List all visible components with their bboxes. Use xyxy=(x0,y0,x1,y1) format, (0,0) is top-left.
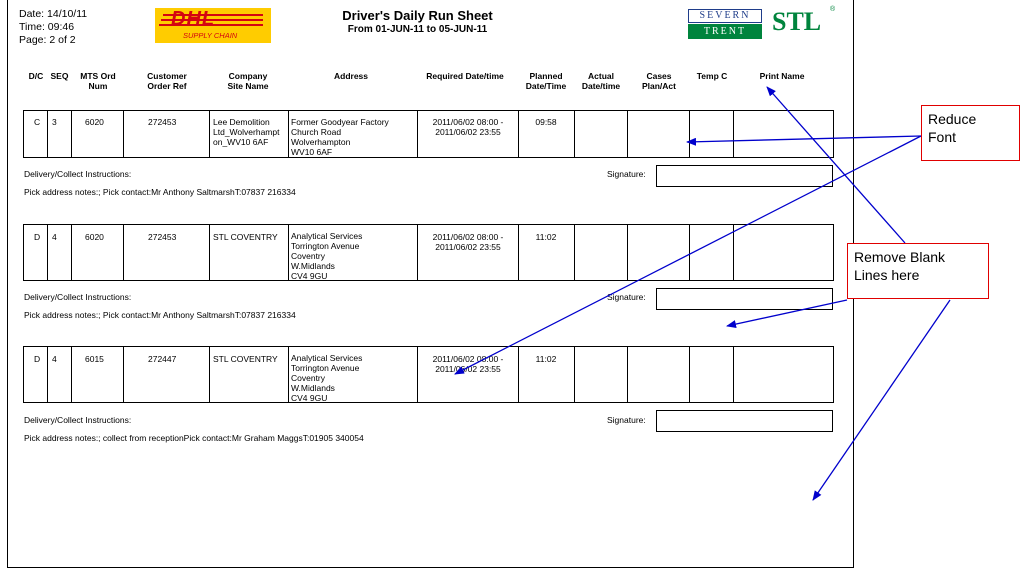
arrow-to-blank-lines xyxy=(726,299,848,329)
cell-address: Analytical Services Torrington Avenue Co… xyxy=(291,353,363,403)
cell-planned-time: 11:02 xyxy=(535,354,557,364)
page-title: Driver's Daily Run Sheet xyxy=(342,8,493,23)
col-header-customer-order-ref: Customer Order Ref xyxy=(147,71,187,91)
record-row: D 4 6015 272447 STL COVENTRY Analytical … xyxy=(23,346,834,403)
cell-mts-ord-num: 6015 xyxy=(85,354,104,364)
signature-box[interactable] xyxy=(656,410,833,432)
cell-address: Analytical Services Torrington Avenue Co… xyxy=(291,231,363,281)
cell-address: Former Goodyear Factory Church Road Wolv… xyxy=(291,117,389,157)
col-header-actual-date: Actual Date/time xyxy=(581,71,621,91)
registered-mark: ® xyxy=(830,6,836,13)
dhl-logo: DHL SUPPLY CHAIN xyxy=(155,8,271,43)
col-header-company-site-name: Company Site Name xyxy=(227,71,269,91)
pick-address-notes: Pick address notes:; Pick contact:Mr Ant… xyxy=(24,310,296,320)
report-page: Page: 2 of 2 xyxy=(19,34,76,46)
signature-label: Signature: xyxy=(607,169,646,179)
col-header-required-date: Required Date/time xyxy=(426,71,504,81)
cell-seq: 4 xyxy=(52,354,57,364)
report-time: Time: 09:46 xyxy=(19,21,75,33)
severn-trent-logo: SEVERN TRENT xyxy=(688,9,762,39)
cell-mts-ord-num: 6020 xyxy=(85,232,104,242)
col-header-planned-date: Planned Date/Time xyxy=(525,71,567,91)
delivery-instructions-label: Delivery/Collect Instructions: xyxy=(24,169,132,179)
signature-label: Signature: xyxy=(607,292,646,302)
cell-site-name: STL COVENTRY xyxy=(213,354,278,364)
delivery-instructions-label: Delivery/Collect Instructions: xyxy=(24,292,132,302)
cell-dc: D xyxy=(34,232,41,242)
arrow-to-required-date xyxy=(454,135,922,375)
cell-required-date: 2011/06/02 08:00 - 2011/06/02 23:55 xyxy=(432,232,504,252)
cell-mts-ord-num: 6020 xyxy=(85,117,104,127)
cell-seq: 3 xyxy=(52,117,57,127)
dhl-logo-tagline: SUPPLY CHAIN xyxy=(183,31,238,40)
arrow-to-page-bottom xyxy=(812,299,951,501)
date-range: From 01-JUN-11 to 05-JUN-11 xyxy=(347,24,488,35)
col-header-temp: Temp C xyxy=(696,71,728,81)
cell-dc: C xyxy=(34,117,41,127)
signature-box[interactable] xyxy=(656,288,833,310)
col-header-cases: Cases Plan/Act xyxy=(641,71,676,91)
stl-logo: STL xyxy=(772,7,822,36)
cell-order-ref: 272453 xyxy=(148,232,177,242)
run-sheet-page xyxy=(7,0,854,568)
cell-site-name: Lee Demolition Ltd_Wolverhampt on_WV10 6… xyxy=(213,117,280,147)
dhl-logo-word: DHL xyxy=(171,8,216,30)
cell-site-name: STL COVENTRY xyxy=(213,232,278,242)
callout-reduce-font: Reduce Font xyxy=(921,105,1020,161)
report-date: Date: 14/10/11 xyxy=(19,8,88,20)
signature-box[interactable] xyxy=(656,165,833,187)
delivery-instructions-label: Delivery/Collect Instructions: xyxy=(24,415,132,425)
col-header-seq: SEQ xyxy=(50,71,69,81)
pick-address-notes: Pick address notes:; collect from recept… xyxy=(24,433,364,443)
cell-required-date: 2011/06/02 08:00 - 2011/06/02 23:55 xyxy=(432,117,504,137)
cell-planned-time: 09:58 xyxy=(535,117,557,127)
cell-order-ref: 272447 xyxy=(148,354,177,364)
signature-label: Signature: xyxy=(607,415,646,425)
arrow-to-print-name xyxy=(766,86,906,244)
trent-logo-text: TRENT xyxy=(688,24,762,39)
col-header-dc: D/C xyxy=(28,71,44,81)
record-row: C 3 6020 272453 Lee Demolition Ltd_Wolve… xyxy=(23,110,834,158)
cell-seq: 4 xyxy=(52,232,57,242)
severn-logo-text: SEVERN xyxy=(688,9,762,23)
col-header-mts-ord-num: MTS Ord Num xyxy=(80,71,116,91)
col-header-address: Address xyxy=(333,71,368,81)
cell-planned-time: 11:02 xyxy=(535,232,557,242)
record-row: D 4 6020 272453 STL COVENTRY Analytical … xyxy=(23,224,834,281)
arrow-to-temp-cell xyxy=(686,135,922,146)
report-meta: Date: 14/10/11 Time: 09:46 Page: 2 of 2 xyxy=(19,8,87,47)
cell-order-ref: 272453 xyxy=(148,117,177,127)
callout-remove-blank-lines: Remove Blank Lines here xyxy=(847,243,989,299)
col-header-print-name: Print Name xyxy=(759,71,805,81)
pick-address-notes: Pick address notes:; Pick contact:Mr Ant… xyxy=(24,187,296,197)
cell-dc: D xyxy=(34,354,41,364)
